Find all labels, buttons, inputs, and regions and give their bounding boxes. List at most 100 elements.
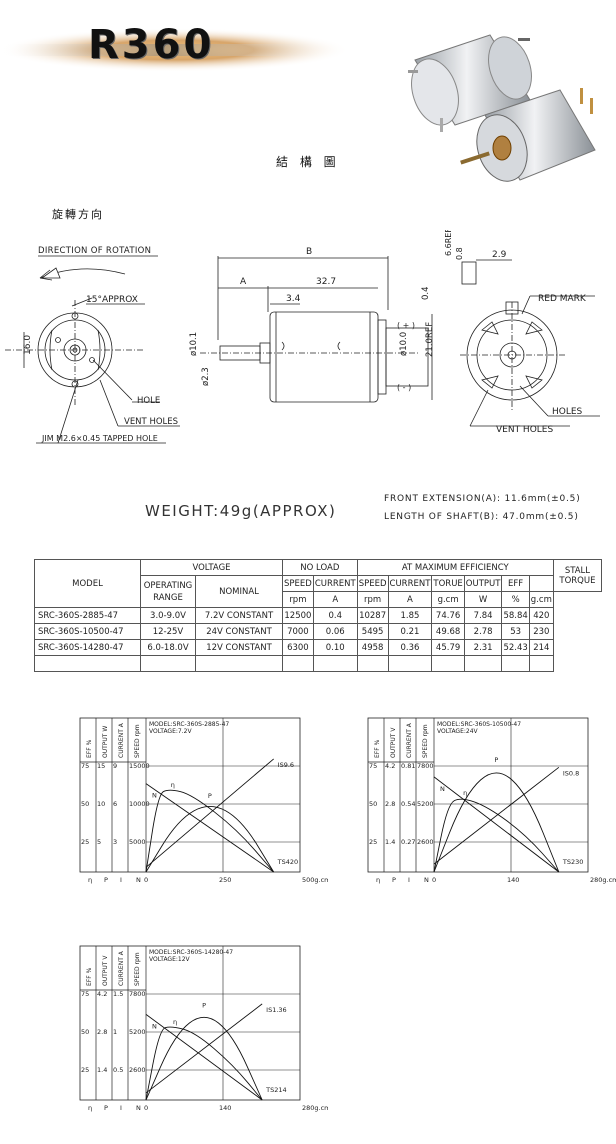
th-speed: SPEED bbox=[282, 575, 314, 592]
cell-output: 2.78 bbox=[463, 623, 503, 640]
cell-eff: 52.43 bbox=[501, 639, 530, 656]
chart-frame bbox=[79, 717, 301, 873]
tick-label: 0.5 bbox=[113, 1066, 123, 1074]
vent-holes-right-label: VENT HOLES bbox=[496, 425, 553, 435]
cell-range: 6.0-18.0V bbox=[140, 639, 196, 656]
tick-label: 2.8 bbox=[385, 800, 395, 808]
tick-label: 5 bbox=[97, 838, 101, 846]
cell-nl-speed: 12500 bbox=[282, 607, 314, 624]
dim-3-4: 3.4 bbox=[286, 294, 301, 304]
x-tick: 0 bbox=[432, 876, 436, 884]
speed-curve-label: N bbox=[152, 792, 157, 800]
table-row: SRC-360S-2885-47 3.0-9.0V 7.2V CONSTANT … bbox=[34, 607, 602, 624]
cell-nl-current: 0.06 bbox=[312, 623, 358, 640]
current-curve bbox=[145, 1003, 263, 1094]
speed-curve-label: N bbox=[440, 785, 445, 793]
unit-pct: % bbox=[501, 591, 530, 608]
tick-label: 10000 bbox=[129, 800, 150, 808]
unit-rpm: rpm bbox=[282, 591, 314, 608]
speed-curve bbox=[145, 1014, 263, 1101]
th-model: MODEL bbox=[34, 559, 141, 608]
dim-2-9: 2.9 bbox=[492, 250, 507, 260]
x-tick: 0 bbox=[144, 1104, 148, 1112]
output-curve-label: P bbox=[494, 756, 498, 764]
motor-photo-top bbox=[408, 34, 532, 132]
output-curve-label: P bbox=[208, 792, 212, 800]
column-header: CURRENT A bbox=[118, 950, 125, 986]
axis-label: I bbox=[120, 876, 122, 884]
stall-torque-label: TS420 bbox=[277, 858, 299, 866]
dim-b: B bbox=[306, 247, 312, 257]
cell-nominal: 7.2V CONSTANT bbox=[195, 607, 283, 624]
th-output: OUTPUT bbox=[463, 575, 503, 592]
axis-label: I bbox=[408, 876, 410, 884]
th-eff: EFF bbox=[501, 575, 530, 592]
axis-label: P bbox=[392, 876, 396, 884]
cell-nl-speed: 7000 bbox=[282, 623, 314, 640]
th-noload: NO LOAD bbox=[282, 559, 358, 576]
chart-title: MODEL:SRC-360S-10500-47 bbox=[437, 721, 521, 728]
plus-label: ( + ) bbox=[397, 321, 415, 330]
tick-label: 25 bbox=[81, 1066, 89, 1074]
rear-view: RED MARK HOLES VENT HOLES bbox=[460, 294, 600, 435]
efficiency-curve bbox=[433, 798, 560, 873]
tick-label: 75 bbox=[369, 762, 377, 770]
cell-model: SRC-360S-10500-47 bbox=[34, 623, 141, 640]
motor-photo-bottom bbox=[460, 88, 596, 182]
cell-speed: 10287 bbox=[356, 607, 389, 624]
shaft-length-text: LENGTH OF SHAFT(B): 47.0mm(±0.5) bbox=[384, 512, 579, 522]
column-header: EFF % bbox=[86, 739, 93, 758]
x-tick: 250 bbox=[219, 876, 231, 884]
stall-torque-label: TS230 bbox=[562, 858, 584, 866]
dim-0-8: 0.8 bbox=[455, 247, 464, 260]
unit-gcm: g.cm bbox=[431, 591, 465, 608]
cell-stall: 230 bbox=[528, 623, 554, 640]
motor-photos bbox=[408, 34, 596, 182]
unit-rpm2: rpm bbox=[356, 591, 389, 608]
dim-21ref: 21.0REF bbox=[425, 322, 435, 357]
column-header: EFF % bbox=[374, 739, 381, 758]
cell-torque: 74.76 bbox=[431, 607, 465, 624]
cell-nominal: 24V CONSTANT bbox=[195, 623, 283, 640]
stall-current-label: IS0.8 bbox=[563, 769, 579, 777]
tick-label: 1.4 bbox=[385, 838, 395, 846]
tick-label: 7800 bbox=[417, 762, 434, 770]
column-header: SPEED rpm bbox=[134, 724, 141, 758]
terminal-block bbox=[385, 327, 429, 387]
front-extension-text: FRONT EXTENSION(A): 11.6mm(±0.5) bbox=[384, 494, 581, 504]
axis-label: I bbox=[120, 1104, 122, 1112]
vent-holes-label: VENT HOLES bbox=[124, 417, 178, 427]
tick-label: 50 bbox=[81, 1028, 89, 1036]
tick-label: 9 bbox=[113, 762, 117, 770]
tick-label: 25 bbox=[369, 838, 377, 846]
tick-label: 2.8 bbox=[97, 1028, 107, 1036]
dim-32-7: 32.7 bbox=[316, 277, 336, 287]
column-header: OUTPUT W bbox=[102, 726, 109, 758]
tick-label: 50 bbox=[369, 800, 377, 808]
weight-text: WEIGHT:49g(APPROX) bbox=[145, 502, 337, 520]
dim-10-0: ø10.0 bbox=[399, 332, 409, 356]
cell-current: 0.21 bbox=[387, 623, 433, 640]
cell-current: 0.36 bbox=[387, 639, 433, 656]
holes-label: HOLES bbox=[552, 407, 583, 417]
cell-output: 2.31 bbox=[463, 639, 503, 656]
cell-speed: 4958 bbox=[356, 639, 389, 656]
current-curve bbox=[145, 758, 274, 868]
cell-range: 3.0-9.0V bbox=[140, 607, 196, 624]
chart-subtitle: VOLTAGE:7.2V bbox=[149, 728, 192, 735]
approx-angle-label: 15°APPROX bbox=[86, 295, 138, 305]
cell-torque: 45.79 bbox=[431, 639, 465, 656]
tick-label: 25 bbox=[81, 838, 89, 846]
cell-stall: 214 bbox=[528, 639, 554, 656]
tick-label: 2600 bbox=[417, 838, 434, 846]
tick-label: 6 bbox=[113, 800, 117, 808]
cell-nl-current: 0.10 bbox=[312, 639, 358, 656]
th-maxeff: AT MAXIMUM EFFICIENCY bbox=[356, 559, 554, 576]
dim-10-1: ø10.1 bbox=[189, 332, 199, 356]
cell-model: SRC-360S-2885-47 bbox=[34, 607, 141, 624]
brand-logo: R360 bbox=[0, 0, 360, 92]
tick-label: 15000 bbox=[129, 762, 150, 770]
axis-label: η bbox=[376, 876, 380, 884]
chart-title: MODEL:SRC-360S-14280-47 bbox=[149, 949, 233, 956]
speed-curve bbox=[145, 783, 274, 873]
